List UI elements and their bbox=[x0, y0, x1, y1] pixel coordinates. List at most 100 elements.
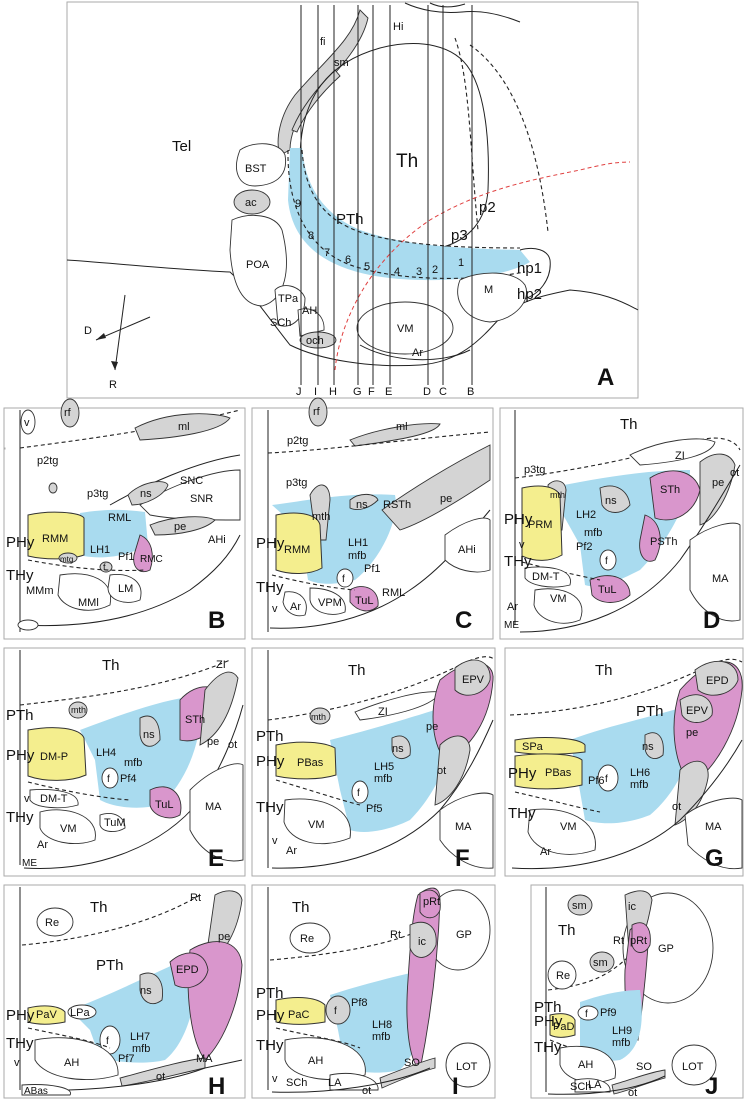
pth-number-3: 3 bbox=[416, 266, 422, 278]
c-label-pe: pe bbox=[440, 493, 452, 505]
i-label-rt: Rt bbox=[390, 929, 401, 941]
j-label-th: Th bbox=[558, 922, 576, 939]
d-label-tul: TuL bbox=[598, 584, 617, 596]
b-label-pe: pe bbox=[174, 521, 186, 533]
f-label-ma: MA bbox=[455, 821, 472, 833]
ac-shape bbox=[233, 189, 271, 215]
d-label-f: f bbox=[605, 556, 608, 567]
panel-letter-d: D bbox=[703, 607, 720, 634]
pth-upper-dash bbox=[301, 149, 521, 249]
b-label-lm: LM bbox=[118, 583, 133, 595]
g-label-ma: MA bbox=[705, 821, 722, 833]
e-label-f: f bbox=[107, 774, 110, 785]
b-label-p3tg: p3tg bbox=[87, 488, 108, 500]
e-label-zi: ZI bbox=[216, 659, 226, 671]
f-label-v: v bbox=[272, 835, 278, 847]
i-ah bbox=[284, 1037, 366, 1081]
e-label-vm: VM bbox=[60, 823, 77, 835]
j-lh-region bbox=[580, 990, 642, 1061]
label-p2: p2 bbox=[479, 199, 496, 216]
j-label-rt: Rt bbox=[613, 935, 624, 947]
thalamus-outline bbox=[299, 43, 489, 249]
j-label-so: SO bbox=[636, 1061, 652, 1073]
b-thy-boundary bbox=[27, 559, 146, 572]
i-thy-boundary bbox=[275, 1027, 361, 1049]
panel-letter-e: E bbox=[208, 845, 224, 872]
pth-number-5: 5 bbox=[364, 261, 370, 273]
h-pav bbox=[27, 1005, 66, 1025]
e-label-mth: mth bbox=[71, 705, 86, 715]
label-ah: AH bbox=[302, 305, 317, 317]
d-th-boundary bbox=[514, 437, 741, 479]
g-label-pf: Pf6 bbox=[588, 775, 605, 787]
h-abas bbox=[21, 1084, 71, 1096]
d-thy-boundary bbox=[521, 561, 601, 581]
c-p2-boundary bbox=[267, 431, 491, 454]
g-spa bbox=[514, 737, 586, 755]
g-label-epd: EPD bbox=[706, 675, 729, 687]
panel-i: Th pRt Rt ic GP Re PTh PHy PaC f Pf8 LH8… bbox=[251, 884, 496, 1100]
c-rmm bbox=[275, 512, 323, 574]
b-label-rf: rf bbox=[64, 407, 72, 419]
alar-basal-boundary bbox=[334, 161, 631, 371]
d-zi bbox=[629, 438, 716, 466]
d-label-psth: PSTh bbox=[650, 536, 678, 548]
label-pth: PTh bbox=[336, 211, 364, 228]
orientation-axes bbox=[95, 294, 151, 371]
j-label-ah: AH bbox=[578, 1059, 593, 1071]
j-label-ot: ot bbox=[628, 1087, 637, 1099]
section-letter-b: B bbox=[467, 386, 474, 398]
h-label-ns: ns bbox=[140, 985, 152, 997]
i-outline bbox=[271, 1067, 431, 1093]
d-label-th: Th bbox=[620, 416, 638, 433]
c-pe bbox=[381, 444, 491, 531]
h-th-boundary bbox=[21, 894, 201, 946]
f-label-pth: PTh bbox=[256, 728, 284, 745]
label-bst: BST bbox=[245, 163, 267, 175]
b-label-f: f bbox=[103, 562, 106, 572]
c-label-ml: ml bbox=[396, 421, 408, 433]
b-label-mmm: MMm bbox=[26, 585, 54, 597]
b-outline bbox=[21, 534, 241, 627]
e-label-ns: ns bbox=[143, 729, 155, 741]
panel-letter-b: B bbox=[208, 607, 225, 634]
pth-number-1: 1 bbox=[458, 257, 464, 269]
i-label-so: SO bbox=[404, 1057, 420, 1069]
d-label-pf: Pf2 bbox=[576, 541, 593, 553]
g-label-epv: EPV bbox=[686, 705, 709, 717]
c-ahi bbox=[444, 517, 491, 573]
f-label-lh: LH5 bbox=[374, 761, 394, 773]
b-lh-region bbox=[80, 509, 148, 558]
section-letters: J I H G F E D C B bbox=[296, 386, 474, 398]
d-label-ma: MA bbox=[712, 573, 729, 585]
g-label-phy: PHy bbox=[508, 765, 537, 782]
c-label-rmm: RMM bbox=[284, 544, 310, 556]
panel-b: v rf ml p2tg p3tg SNC SNR ns RML pe AHi … bbox=[3, 398, 246, 640]
d-label-thy: THy bbox=[504, 553, 532, 570]
h-label-pth: PTh bbox=[96, 957, 124, 974]
i-label-la: LA bbox=[328, 1077, 342, 1089]
c-label-rf: rf bbox=[313, 406, 321, 418]
f-ot bbox=[434, 735, 471, 806]
b-label-ns: ns bbox=[140, 488, 152, 500]
e-label-thy: THy bbox=[6, 809, 34, 826]
f-label-ot: ot bbox=[437, 765, 446, 777]
c-ml bbox=[349, 423, 441, 447]
h-label-mfb: mfb bbox=[132, 1043, 150, 1055]
c-label-mfb: mfb bbox=[348, 550, 366, 562]
g-pbas bbox=[514, 753, 583, 790]
j-re bbox=[547, 960, 577, 990]
label-hp2: hp2 bbox=[517, 286, 542, 303]
d-label-me: ME bbox=[504, 620, 519, 631]
section-letter-d: D bbox=[423, 386, 431, 398]
e-label-ar: Ar bbox=[37, 839, 48, 851]
h-label-th: Th bbox=[90, 899, 108, 916]
i-label-ot: ot bbox=[362, 1085, 371, 1097]
e-label-mfb: mfb bbox=[124, 757, 142, 769]
i-label-v: v bbox=[272, 1073, 278, 1085]
j-label-sch: SCh bbox=[570, 1081, 591, 1093]
section-letter-i: I bbox=[314, 386, 317, 398]
b-label-rmc: RMC bbox=[140, 554, 163, 565]
d-arrowhead bbox=[96, 333, 106, 340]
f-pbas bbox=[275, 741, 337, 780]
